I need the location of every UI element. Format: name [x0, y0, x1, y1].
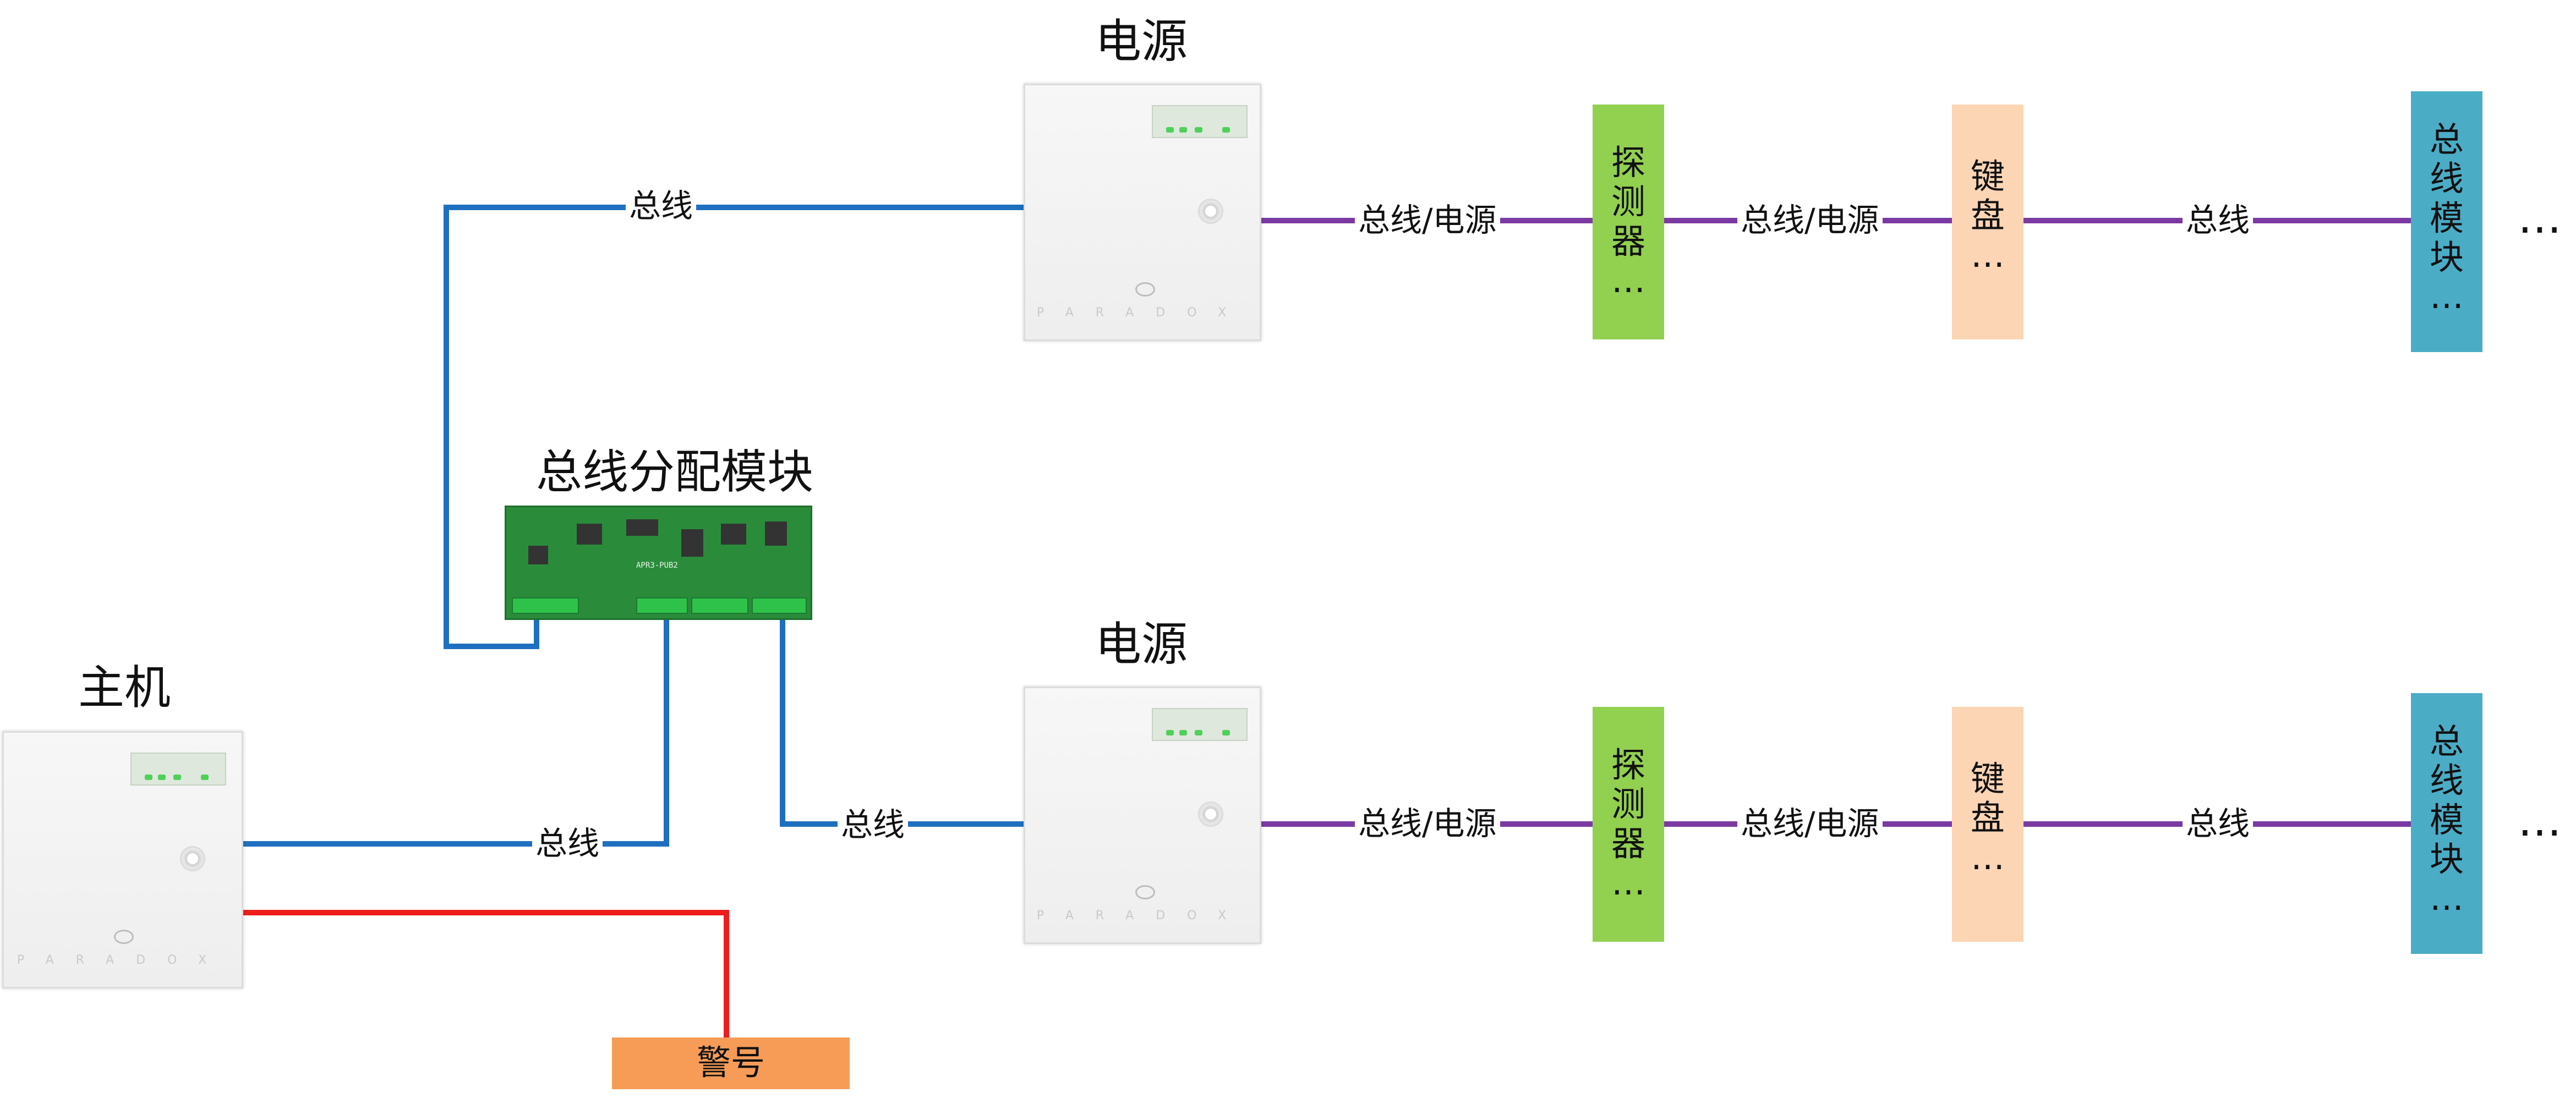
led-panel [1152, 708, 1248, 741]
bus-distribution-board[interactable]: APR3-PUB2 [505, 506, 812, 620]
bus-module-char: 模 [2429, 197, 2464, 238]
bus-wire-hub-to-power-bottom [780, 617, 1024, 827]
bus-label-bottom-2: 总线 [2183, 805, 2254, 842]
brand-mark-icon [1135, 282, 1155, 297]
detector-char: … [1611, 862, 1645, 903]
bus-module-char: 块 [2429, 237, 2464, 277]
bus-module-bottom[interactable]: 总 线 模 块 … [2411, 693, 2482, 954]
bus-module-char: 块 [2429, 838, 2464, 879]
bus-power-label-bottom-2: 总线/电源 [1737, 805, 1883, 842]
cabinet-logo: PARADOX [1036, 306, 1249, 320]
bus-module-char: … [2430, 878, 2464, 919]
board-chip [528, 546, 548, 564]
keypad-char: 盘 [1970, 798, 2005, 838]
bus-label-bottom: 总线 [838, 806, 909, 843]
cabinet-logo: PARADOX [1036, 909, 1249, 923]
bus-label-top-2: 总线 [2183, 202, 2254, 238]
detector-char: 探 [1611, 745, 1645, 785]
power-bottom-title: 电源 [1095, 617, 1188, 671]
keypad-char: 盘 [1970, 195, 2005, 236]
board-chip [681, 529, 703, 557]
host-panel[interactable]: PARADOX [2, 731, 243, 989]
tamper-knob [1198, 199, 1223, 224]
board-chip [577, 524, 602, 545]
led-panel [130, 753, 226, 786]
detector-module-top[interactable]: 探 测 器 … [1593, 105, 1664, 339]
detector-char: 测 [1611, 182, 1645, 222]
terminal-block [752, 597, 807, 614]
bus-module-char: … [2430, 276, 2464, 317]
bus-power-label-top-2: 总线/电源 [1737, 202, 1883, 238]
tamper-knob [180, 846, 205, 871]
siren-wire [242, 910, 729, 1039]
power-top-title: 电源 [1095, 14, 1188, 68]
detector-char: 探 [1611, 142, 1645, 183]
siren-box[interactable]: 警号 [612, 1037, 850, 1089]
bus-power-label-bottom-1: 总线/电源 [1355, 805, 1500, 842]
detector-char: 器 [1611, 221, 1645, 261]
keypad-char: 键 [1970, 759, 2005, 799]
cabinet-logo: PARADOX [17, 953, 229, 967]
keypad-module-bottom[interactable]: 键 盘 … [1952, 707, 2023, 942]
brand-mark-icon [1135, 885, 1155, 899]
detector-char: 器 [1611, 823, 1645, 864]
continuation-bottom: … [2518, 795, 2565, 846]
bus-module-top[interactable]: 总 线 模 块 … [2411, 91, 2482, 352]
terminal-block [691, 597, 748, 614]
board-chip [765, 521, 787, 546]
continuation-top: … [2518, 192, 2565, 243]
bus-module-char: 线 [2429, 158, 2464, 199]
board-silkscreen: APR3-PUB2 [636, 561, 678, 570]
terminal-block [512, 597, 579, 614]
tamper-knob [1198, 801, 1223, 827]
bus-label-top: 总线 [626, 188, 697, 224]
terminal-block [636, 597, 688, 614]
bus-module-char: 总 [2429, 721, 2464, 761]
detector-char: 测 [1611, 784, 1645, 825]
bus-module-char: 总 [2429, 119, 2464, 160]
keypad-char: 键 [1970, 156, 2005, 196]
power-supply-top[interactable]: PARADOX [1024, 84, 1261, 341]
host-title: 主机 [78, 661, 171, 715]
keypad-char: … [1971, 837, 2005, 877]
distribution-module-title: 总线分配模块 [536, 445, 814, 499]
keypad-char: … [1971, 234, 2005, 275]
bus-power-label-top-1: 总线/电源 [1355, 202, 1500, 238]
bus-label-host: 总线 [532, 825, 603, 861]
power-supply-bottom[interactable]: PARADOX [1024, 687, 1261, 944]
keypad-module-top[interactable]: 键 盘 … [1952, 105, 2023, 339]
board-chip [721, 524, 746, 545]
bus-module-char: 线 [2429, 760, 2464, 801]
detector-char: … [1611, 260, 1645, 300]
detector-module-bottom[interactable]: 探 测 器 … [1593, 707, 1664, 942]
board-chip [626, 519, 658, 536]
bus-wire-host-to-hub [242, 617, 669, 847]
led-panel [1152, 105, 1248, 138]
brand-mark-icon [114, 930, 134, 944]
bus-module-char: 模 [2429, 799, 2464, 840]
